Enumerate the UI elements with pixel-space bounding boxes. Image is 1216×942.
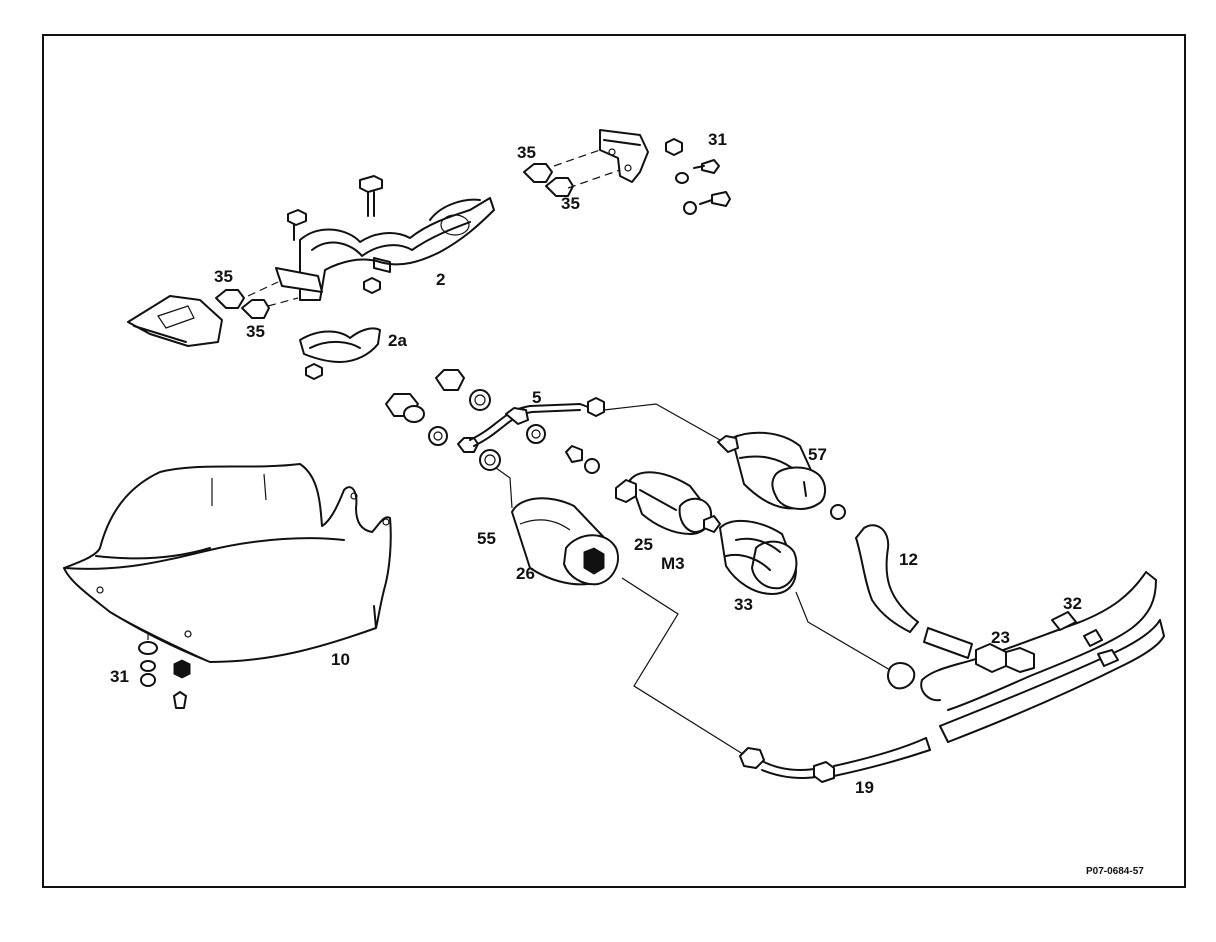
hardware-31-bottom [138,632,191,709]
figure-reference-code: P07-0684-57 [1086,866,1144,877]
part-label-M3: M3 [661,554,685,573]
rear-mount-bracket [599,129,649,183]
fuel-accumulator-57 [717,431,846,520]
part-label-31: 31 [708,130,727,149]
part-label-32: 32 [1063,594,1082,613]
banjo-fittings-and-washers [385,369,600,474]
diagram-frame [42,34,1186,888]
part-label-10: 10 [331,650,350,669]
fuel-line-5 [469,397,721,447]
part-label-26: 26 [516,564,535,583]
rubber-mount-35-top [523,149,621,197]
part-label-12: 12 [899,550,918,569]
part-label-25: 25 [634,535,653,554]
return-lines-and-hoses [887,571,1165,743]
part-label-35: 35 [214,267,233,286]
bolts-and-nut-bracket-2 [287,175,383,294]
fuel-pump-25 [615,471,721,535]
part-label-35: 35 [561,194,580,213]
part-label-57: 57 [808,445,827,464]
part-label-19: 19 [855,778,874,797]
hose-12 [855,524,919,633]
rubber-mount-35-lower [215,281,299,319]
fuel-filter-55 [511,497,619,586]
part-label-55: 55 [477,529,496,548]
connection-leader-lines [495,467,891,757]
part-label-5: 5 [532,388,542,407]
fuel-line-19 [739,737,931,783]
part-label-2: 2 [436,270,446,289]
part-label-2a: 2a [388,331,407,350]
pump-clamp-bracket-2 [275,197,495,301]
hardware-31-top [665,138,731,215]
pump-bracket-33 [719,519,798,595]
part-label-35: 35 [246,322,265,341]
clamp-2a [299,327,381,380]
part-label-35: 35 [517,143,536,162]
part-label-33: 33 [734,595,753,614]
front-mount-bracket [127,295,223,347]
part-label-31: 31 [110,667,129,686]
part-label-23: 23 [991,628,1010,647]
heat-shield-10 [63,463,392,663]
